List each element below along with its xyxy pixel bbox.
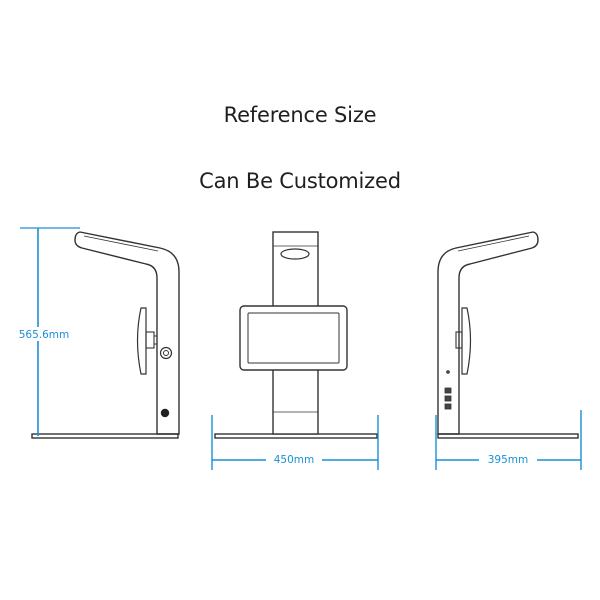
right-port-dot xyxy=(446,370,450,374)
right-port-3 xyxy=(444,403,452,410)
depth-label: 395mm xyxy=(488,454,529,466)
left-stand-body xyxy=(74,231,180,435)
front-top-opening xyxy=(280,248,310,260)
left-mount-bracket-small xyxy=(153,335,158,345)
left-knob xyxy=(159,346,173,360)
right-screen-edge xyxy=(461,307,472,375)
left-lock-hole xyxy=(160,408,170,418)
left-stand-inner-line xyxy=(83,235,159,252)
side-view-left xyxy=(31,231,180,439)
width-label-bg xyxy=(266,452,322,467)
right-mount-bracket xyxy=(455,331,463,349)
left-base-plate xyxy=(31,433,179,439)
height-label: 565.6mm xyxy=(19,329,70,341)
right-base-plate xyxy=(437,433,579,439)
front-view xyxy=(214,231,378,439)
right-port-1 xyxy=(444,387,452,394)
page-title: Reference Size xyxy=(223,103,377,127)
front-monitor-screen xyxy=(247,312,340,364)
right-stand-inner-line xyxy=(457,235,530,252)
side-view-right xyxy=(437,231,579,439)
width-label: 450mm xyxy=(274,454,315,466)
page-subtitle: Can Be Customized xyxy=(199,169,401,193)
left-mount-bracket xyxy=(145,331,155,349)
front-monitor-frame xyxy=(239,305,348,371)
left-screen-edge xyxy=(136,307,147,375)
right-port-2 xyxy=(444,395,452,402)
right-stand-body xyxy=(437,231,539,435)
height-label-bg xyxy=(12,327,74,341)
depth-label-bg xyxy=(479,452,537,467)
left-knob-inner xyxy=(163,350,169,356)
